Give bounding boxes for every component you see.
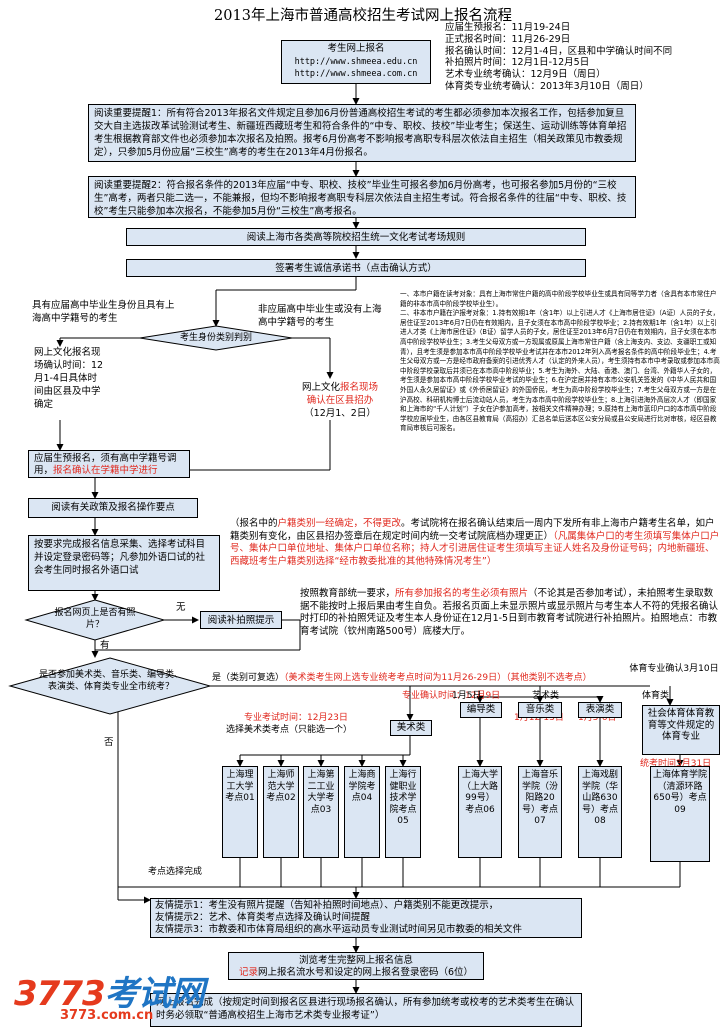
photo-desc-c: （不论其是否参加考试），未拍照考生录取数据不能按时上报后果由考生自负。若报名页面… bbox=[300, 588, 719, 637]
art-exam-time: 专业考试时间：12月23日 bbox=[244, 713, 348, 723]
reminder-1[interactable]: 阅读重要提醒1：所有符合2013年报名文件规定且参加6月份普通高校招生考试的考生… bbox=[88, 104, 636, 162]
tip-item: 友情提示3：市教委和市体育局组织的高水平运动员专业测试时间另见市教委的相关文件 bbox=[155, 924, 523, 935]
venue-art-05[interactable]: 上海行健职业技术学院考点05 bbox=[385, 766, 421, 858]
category-music[interactable]: 音乐类 bbox=[518, 702, 562, 718]
site-box[interactable]: 考生网上报名 http://www.shmeea.edu.cn http://w… bbox=[281, 40, 431, 84]
no-branch-label: 否 bbox=[104, 737, 114, 748]
left-condition: 具有应届高中毕业生身份且具有上海高中学籍号的考生 bbox=[32, 300, 175, 324]
tip-item: 友情提示2：艺术、体育类考点选择及确认时间提醒 bbox=[155, 912, 371, 923]
hukou-warn-red: （凡属集体户口的考生须填写集体户口户号、集体户口单位地址、集体户口单位名称；持人… bbox=[230, 530, 720, 567]
right-time-d: （12月1、2日） bbox=[304, 408, 376, 419]
schedule-list: 应届生预报名：11月19-24日 正式报名时间：11月26-29日 报名确认时间… bbox=[445, 22, 725, 93]
hukou-notes: 一、本市户籍在读考对象：具有上海市常住户籍的高中阶段学校毕业生或具有同等学力者（… bbox=[400, 290, 722, 434]
sign-pledge-step[interactable]: 签署考生诚信承诺书（点击确认方式） bbox=[126, 259, 586, 277]
venue-art-02[interactable]: 上海师范大学考点02 bbox=[263, 766, 299, 858]
logo-url: 3773.com.cn bbox=[60, 1008, 154, 1023]
schedule-item: 艺术专业统考确认：12月9日（周日） bbox=[445, 69, 606, 81]
venue-art-04[interactable]: 上海商学院考点04 bbox=[344, 766, 380, 858]
yes-branch: 是（类别可复选）（美术类考生网上选专业统考考点时间为11月26-29日）（其他类… bbox=[212, 672, 632, 685]
category-performance[interactable]: 表演类 bbox=[578, 702, 622, 718]
hukou-warn-a: （报名中的 bbox=[230, 518, 278, 529]
tip-item: 友情提示1：考生没有照片提醒（告知补拍照时间地点）、户籍类别不能更改提示， bbox=[155, 900, 499, 911]
photo-tip-step[interactable]: 阅读补拍照提示 bbox=[200, 611, 282, 629]
venue-directing-06[interactable]: 上海大学（上大路99号）考点06 bbox=[458, 766, 502, 858]
hukou-note: 一、本市户籍在读考对象：具有上海市常住户籍的高中阶段学校毕业生或具有同等学力者（… bbox=[400, 290, 717, 308]
prereg-red: 报名确认在学籍中学进行 bbox=[53, 465, 158, 476]
pe-desc: 社会体育体育教育等文件规定的体育专业 bbox=[642, 705, 720, 755]
reminder-2[interactable]: 阅读重要提醒2：符合报名条件的2013年应届“中专、职校、技校”毕业生可报名参加… bbox=[88, 176, 636, 218]
photo-desc-a: 按照教育部统一要求， bbox=[300, 588, 396, 599]
schedule-item: 补拍照片时间：12月1日-12月5日 bbox=[445, 57, 590, 69]
yes-branch-label: 是（类别可复选） bbox=[212, 673, 285, 683]
photo-desc: 按照教育部统一要求，所有参加报名的考生必须有照片（不论其是否参加考试），未拍照考… bbox=[300, 588, 722, 638]
pe-exam-time: 统考时间3月31日 bbox=[640, 759, 712, 769]
venue-selection-done: 考点选择完成 bbox=[148, 867, 203, 877]
right-confirm-time: 网上文化报名现场 确认在区县招办 （12月1、2日） bbox=[290, 381, 390, 420]
site-url-2[interactable]: http://www.shmeea.com.cn bbox=[294, 69, 418, 79]
prereg-text: 应届生预报名，须有高中学籍号调用， bbox=[34, 453, 177, 476]
info-collect-step[interactable]: 按要求完成报名信息采集、选择考试科目并设定登录密码等；凡参加外语口试的社会考生同… bbox=[28, 535, 220, 591]
record-rest: 网上报名流水号和设定的网上报名登录密码（6位） bbox=[257, 967, 474, 978]
record-red: 记录 bbox=[238, 967, 258, 978]
site-logo: 3773考试网 bbox=[14, 966, 205, 1015]
pe-confirm: 体育专业确认3月10日 bbox=[629, 664, 719, 674]
venue-pe-09[interactable]: 上海体育学院（清源环路650号）考点09 bbox=[650, 766, 710, 862]
date-music-label: 1月12-13日 bbox=[514, 713, 564, 723]
read-rules-step[interactable]: 阅读上海市各类高等院校招生统一文化考试考场规则 bbox=[126, 228, 586, 246]
right-time-a: 网上文化 bbox=[301, 382, 340, 393]
identity-decision: 考生身份类别判别 bbox=[179, 333, 252, 343]
no-photo-label: 无 bbox=[176, 602, 186, 613]
hukou-warn-b: 户籍类别一经确定，不得更改 bbox=[277, 518, 402, 529]
schedule-item: 正式报名时间：11月26-29日 bbox=[445, 33, 571, 45]
schedule-item: 应届生预报名：11月19-24日 bbox=[445, 22, 571, 33]
browse-info-step[interactable]: 浏览考生完整网上报名信息 记录网上报名流水号和设定的网上报名登录密码（6位） bbox=[228, 952, 484, 980]
hukou-warning: （报名中的户籍类别一经确定，不得更改。考试院将在报名确认结束后一周内下发所有非上… bbox=[230, 518, 722, 568]
hukou-warn-c: 。考试院将在报名确认结束后一周内下发所有非上海市户籍考生名单，如户籍类别有变化，… bbox=[230, 518, 715, 542]
photo-decision: 报名网页上是否有照片？ bbox=[54, 608, 136, 630]
site-label: 考生网上报名 bbox=[327, 43, 385, 54]
category-art[interactable]: 美术类 bbox=[390, 720, 432, 736]
venue-art-01[interactable]: 上海理工大学考点01 bbox=[222, 766, 258, 858]
hukou-note: 二、非本市户籍在沪报考对象：1.持有效期1年（含1年）以上引进人才《上海市居住证… bbox=[400, 309, 720, 433]
right-time-b: 报名现场 bbox=[340, 382, 379, 393]
arts-confirm-time: 专业确认时间：12月9日 bbox=[402, 691, 501, 701]
page-title: 2013年上海市普通高校招生考试网上报名流程 bbox=[214, 8, 512, 24]
prereg-step[interactable]: 应届生预报名，须有高中学籍号调用，报名确认在学籍中学进行 bbox=[28, 450, 190, 478]
category-directing[interactable]: 编导类 bbox=[460, 702, 502, 718]
venue-music-07[interactable]: 上海音乐学院（汾阳路20号）考点07 bbox=[518, 766, 562, 858]
pe-label: 体育类 bbox=[642, 691, 670, 701]
arts-label: 艺术类 bbox=[532, 691, 560, 701]
arts-decision: 是否参加美术类、音乐类、编导类、表演类、体育类专业全市统考？ bbox=[38, 670, 183, 692]
schedule-item: 体育类专业统考确认：2013年3月10日（周日） bbox=[445, 80, 649, 92]
tips-box: 友情提示1：考生没有照片提醒（告知补拍照时间地点）、户籍类别不能更改提示， 友情… bbox=[150, 898, 582, 938]
photo-desc-b: 所有参加报名的考生必须有照片 bbox=[395, 588, 529, 599]
schedule-item: 报名确认时间：12月1-4日，区县和中学确认时间不同 bbox=[445, 45, 673, 57]
site-url-1[interactable]: http://www.shmeea.edu.cn bbox=[294, 56, 418, 67]
final-step[interactable]: 网上报名完成（按规定时间到报名区县进行现场报名确认，所有参加统考或校考的艺术类考… bbox=[150, 993, 582, 1027]
art-choose-venue: 选择美术类考点（只能选一个） bbox=[226, 725, 353, 735]
logo-text: 考试网 bbox=[104, 974, 205, 1014]
date-directing: 1月5日 bbox=[452, 691, 482, 701]
browse-info-text: 浏览考生完整网上报名信息 bbox=[298, 955, 413, 966]
logo-number: 3773 bbox=[14, 974, 106, 1014]
right-condition: 非应届高中毕业生或没有上海高中学籍号的考生 bbox=[258, 304, 382, 328]
venue-performance-08[interactable]: 上海戏剧学院（华山路630号）考点08 bbox=[578, 766, 622, 858]
right-time-c: 确认在区县招办 bbox=[306, 395, 374, 406]
has-photo-label: 有 bbox=[100, 640, 110, 651]
read-policy-step[interactable]: 阅读有关政策及报名操作要点 bbox=[28, 498, 198, 518]
yes-branch-red: （美术类考生网上选专业统考考点时间为11月26-29日）（其他类别不选考点） bbox=[284, 673, 592, 683]
record-info: 记录网上报名流水号和设定的网上报名登录密码（6位） bbox=[234, 967, 478, 979]
venue-art-03[interactable]: 上海第二工业大学考点03 bbox=[303, 766, 339, 858]
date-perf-label: 1月5-6日 bbox=[578, 713, 617, 723]
left-confirm-time: 网上文化报名现场确认时间：12月1-4日具体时间由区县及中学确定 bbox=[34, 347, 104, 410]
